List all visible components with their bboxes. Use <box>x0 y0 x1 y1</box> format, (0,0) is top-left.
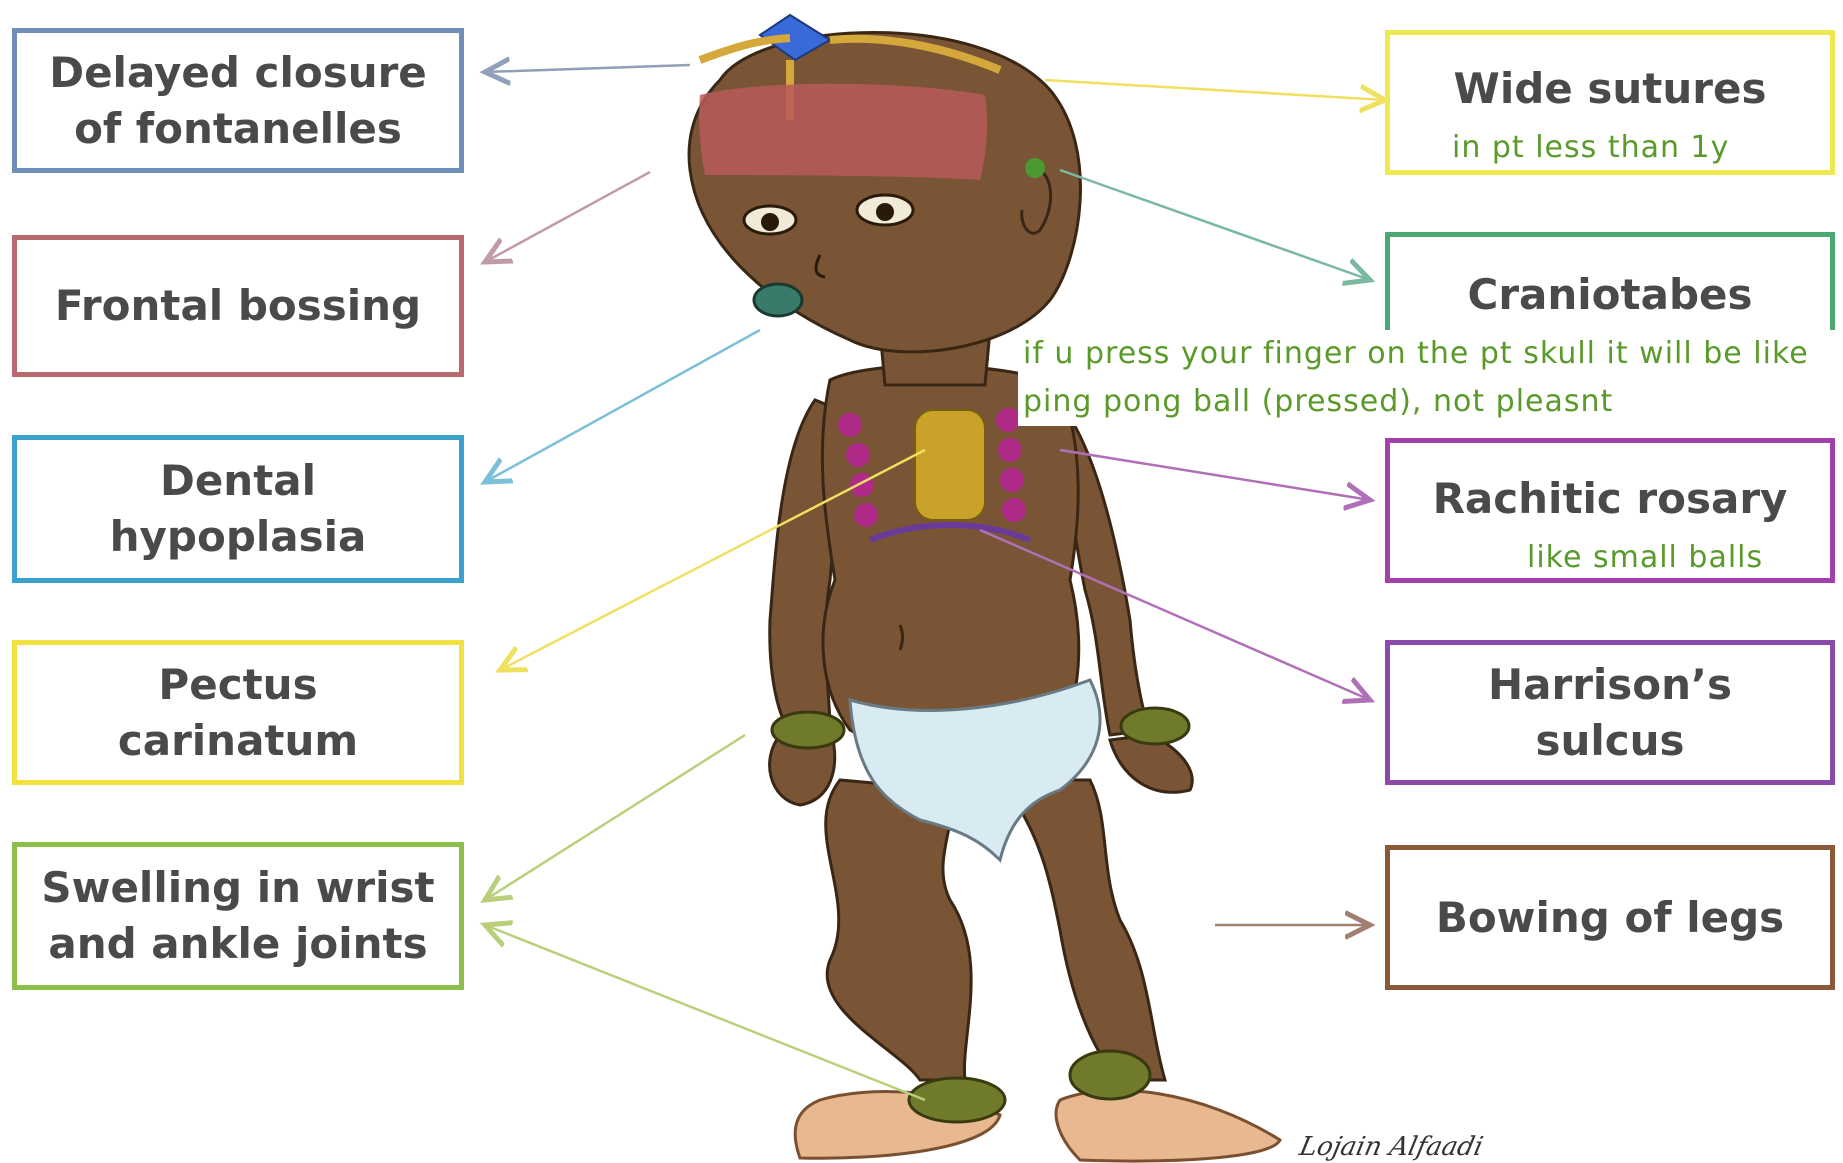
label-delayed-closure-fontanelles: Delayed closure of fontanelles <box>12 28 464 173</box>
label-frontal-bossing: Frontal bossing <box>12 235 464 377</box>
artist-signature: Lojain Alfaadi <box>1297 1132 1486 1162</box>
label-bowing-of-legs: Bowing of legs <box>1385 845 1835 990</box>
label-dental-hypoplasia: Dental hypoplasia <box>12 435 464 583</box>
label-pectus-carinatum: Pectus carinatum <box>12 640 464 785</box>
frontal-bossing-highlight <box>699 84 987 180</box>
label-harrisons-sulcus: Harrison’s sulcus <box>1385 640 1835 785</box>
feet <box>795 1090 1280 1161</box>
label-swelling-wrist-ankle: Swelling in wrist and ankle joints <box>12 842 464 990</box>
ankle-swelling-right <box>1070 1051 1150 1099</box>
craniotabes-spot <box>1025 158 1045 178</box>
head <box>689 33 1080 352</box>
wrist-swelling-left <box>772 712 844 748</box>
sternum-highlight <box>915 410 985 520</box>
note-craniotabes: if u press your finger on the pt skull i… <box>1018 330 1838 426</box>
note-wide-sutures: in pt less than 1y <box>1452 130 1729 165</box>
note-rachitic-rosary: like small balls <box>1527 540 1763 575</box>
wrist-swelling-right <box>1121 708 1189 744</box>
mouth-highlight <box>754 284 802 316</box>
